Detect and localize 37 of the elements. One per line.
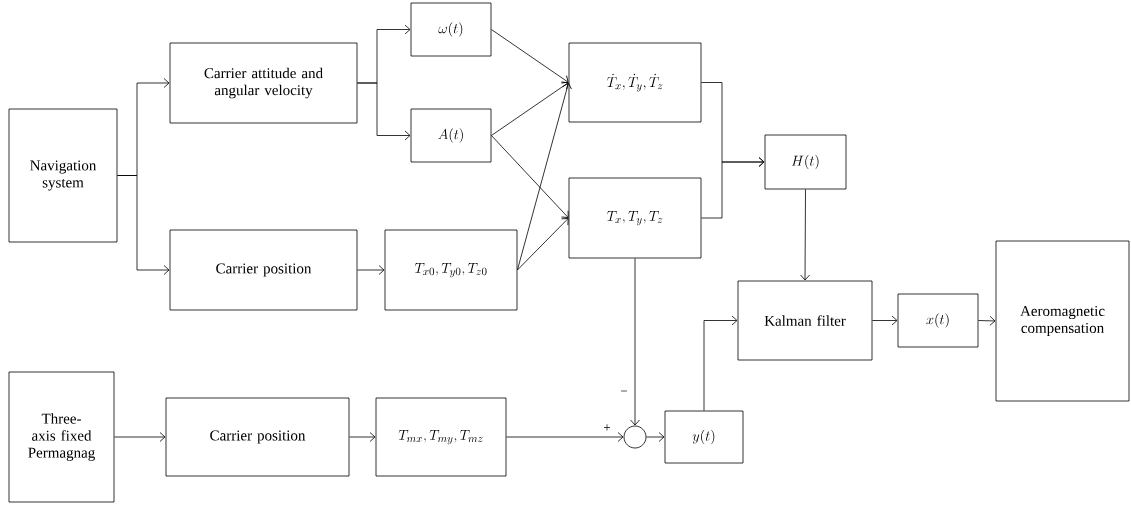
process-box: Carrier position [165,397,350,477]
arrow [703,315,738,411]
arrow [630,258,640,426]
arrow [701,157,765,219]
formula-box: $H(t)$ [764,134,847,190]
arrow [800,189,810,281]
arrow [491,81,569,136]
arrow [117,175,170,275]
arrow [517,82,572,271]
formula-box: $\dot{T}_x, \dot{T}_y, \dot{T}_z$ [568,42,702,123]
arrow [517,218,569,271]
edge-label: − [619,389,629,397]
arrow [357,82,411,141]
edge-label: + [602,423,612,433]
arrow [872,315,898,326]
process-box: Carrier attitude and angular velocity [169,42,358,124]
formula-box: $x(t)$ [897,293,979,348]
formula-box: $A(t)$ [410,108,492,163]
formula-box: $T_{x0}, T_{y0}, T_{z0}$ [384,229,518,311]
arrow [357,265,385,275]
summing-junction [623,425,647,449]
process-box: Navigation system [8,108,118,243]
arrow [491,135,569,218]
process-box: Aeromagnetic compensation [995,240,1130,402]
arrow [349,432,376,442]
arrow [491,29,569,84]
arrow [646,432,665,442]
formula-box: $T_{mx}, T_{my}, T_{mz}$ [375,397,507,477]
formula-box: $y(t)$ [664,410,744,464]
process-box: Three-axis fixed Permagnag [8,371,115,503]
formula-box: $T_x, T_y, T_z$ [568,177,702,259]
arrow [506,432,624,442]
formula-box: $\omega(t)$ [410,2,492,57]
process-box: Kalman filter [737,280,873,361]
arrow [978,315,996,326]
process-box: Carrier position [169,229,358,311]
arrow [114,432,166,442]
